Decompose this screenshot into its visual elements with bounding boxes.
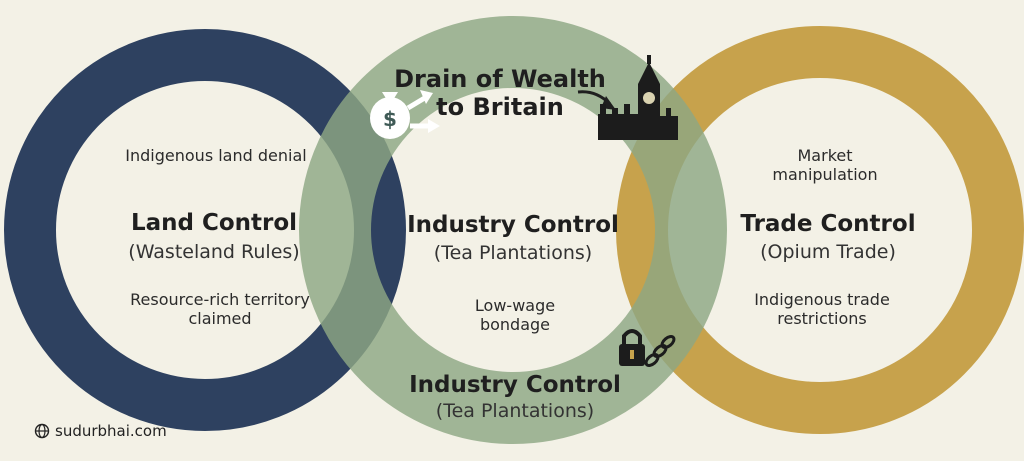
svg-text:$: $ [383, 107, 397, 131]
land-control-ring [4, 29, 406, 431]
drain-line-2: to Britain [436, 92, 564, 121]
watermark-text: sudurbhai.com [55, 422, 167, 440]
drain-line-1: Drain of Wealth [394, 65, 606, 93]
industry-control-title: Industry Control [407, 212, 619, 238]
industry-control-subtitle: (Tea Plantations) [433, 242, 593, 264]
watermark: sudurbhai.com [34, 422, 167, 440]
globe-icon [34, 423, 50, 439]
industry-control-bottom-title: Industry Control [409, 372, 621, 398]
big-ben-parliament-icon [598, 55, 678, 140]
land-note-top: Indigenous land denial [125, 146, 307, 165]
trade-note-bottom: Indigenous trade restrictions [754, 290, 890, 329]
trade-control-subtitle: (Opium Trade) [760, 241, 896, 263]
trade-control-title: Trade Control [740, 211, 916, 237]
land-control-title: Land Control [130, 210, 298, 236]
trade-control-ring [616, 26, 1024, 434]
trade-note-top: Market manipulation [772, 146, 878, 185]
money-bag-icon: $ [370, 90, 440, 139]
land-note-bottom: Resource-rich territory claimed [130, 290, 310, 329]
industry-control-ring [299, 16, 727, 444]
industry-control-bottom-subtitle: (Tea Plantations) [435, 400, 595, 422]
land-control-subtitle: (Wasteland Rules) [128, 241, 300, 263]
drain-of-wealth-heading: Drain of Wealth to Britain [380, 65, 620, 121]
padlock-chain-icon [619, 329, 676, 367]
industry-note: Low-wage bondage [474, 296, 556, 335]
